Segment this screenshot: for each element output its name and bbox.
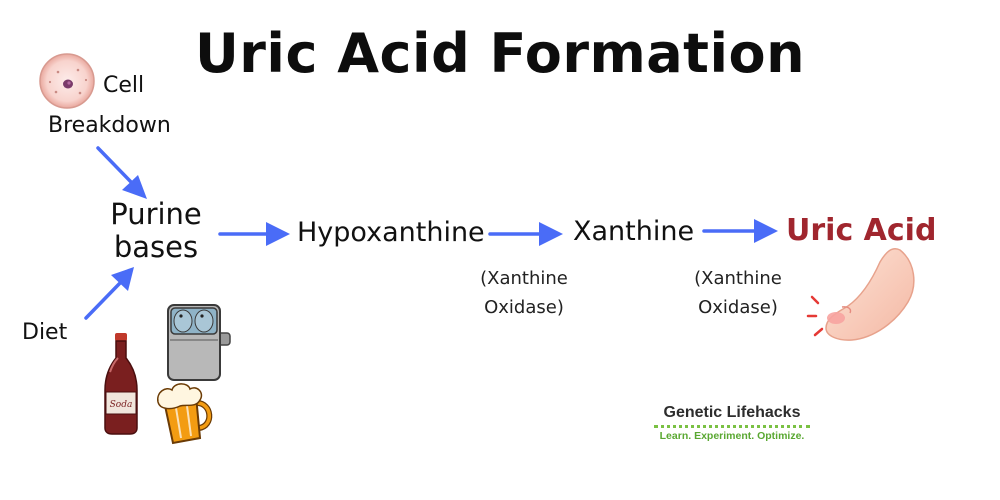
arrow-hypoxanthine-to-xanthine <box>488 222 563 246</box>
brand-logo: Genetic Lifehacks Learn. Experiment. Opt… <box>648 404 816 442</box>
xanthine-node: Xanthine <box>573 216 695 247</box>
purine-line2: bases <box>113 230 199 264</box>
sore-foot-icon <box>806 248 915 341</box>
enzyme-label-2: (Xanthine Oxidase) <box>680 264 796 322</box>
diet-label: Diet <box>22 320 68 345</box>
enzyme-label-1-line2: Oxidase) <box>484 297 564 318</box>
brand-divider <box>654 425 810 428</box>
arrow-xanthine-to-uric-acid <box>702 219 778 243</box>
beer-mug-icon <box>157 383 213 445</box>
arrow-diet-to-purine <box>84 267 134 320</box>
brand-name: Genetic Lifehacks <box>663 404 801 421</box>
enzyme-label-2-line2: Oxidase) <box>698 297 778 318</box>
soda-bottle-icon: Soda <box>104 333 138 435</box>
breakdown-label: Breakdown <box>48 113 171 138</box>
arrow-purine-to-hypoxanthine <box>218 222 290 246</box>
purine-line1: Purine <box>110 197 202 231</box>
enzyme-label-1: (Xanthine Oxidase) <box>466 264 582 322</box>
sardine-can-icon <box>167 304 231 381</box>
enzyme-label-2-line1: (Xanthine <box>694 268 782 289</box>
hypoxanthine-node: Hypoxanthine <box>297 217 485 248</box>
arrow-cell-to-purine <box>96 146 147 199</box>
purine-bases-node: Purine bases <box>96 198 216 264</box>
page-title: Uric Acid Formation <box>194 22 806 85</box>
brand-tagline: Learn. Experiment. Optimize. <box>659 430 805 442</box>
enzyme-label-1-line1: (Xanthine <box>480 268 568 289</box>
cell-icon <box>39 53 95 109</box>
uric-acid-node: Uric Acid <box>786 213 937 248</box>
cell-label: Cell <box>103 73 145 98</box>
soda-label: Soda <box>110 400 133 410</box>
